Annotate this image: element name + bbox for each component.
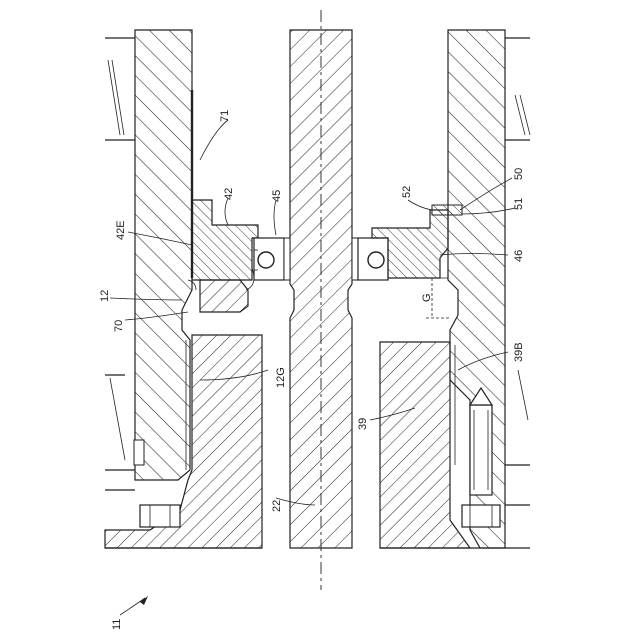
label-G: G: [421, 293, 433, 302]
label-45: 45: [271, 190, 283, 202]
label-52: 52: [401, 186, 413, 198]
label-11: 11: [111, 619, 123, 630]
inner-race-left: [284, 238, 290, 280]
housing-wall-left: [135, 30, 192, 480]
housing-outline-left: [105, 38, 135, 470]
label-12G: 12G: [275, 367, 287, 388]
label-22: 22: [271, 500, 283, 512]
bearing-holder-left: [192, 200, 258, 312]
label-51: 51: [513, 198, 525, 210]
shaft-22: [290, 10, 352, 590]
label-42E: 42E: [115, 220, 127, 240]
label-39: 39: [357, 418, 369, 430]
label-46: 46: [513, 250, 525, 262]
label-12: 12: [99, 290, 111, 302]
label-70: 70: [113, 320, 125, 332]
bearing-right: [352, 238, 388, 280]
label-71: 71: [219, 110, 231, 122]
label-42: 42: [223, 188, 235, 200]
label-39B: 39B: [513, 342, 525, 362]
label-50: 50: [513, 168, 525, 180]
